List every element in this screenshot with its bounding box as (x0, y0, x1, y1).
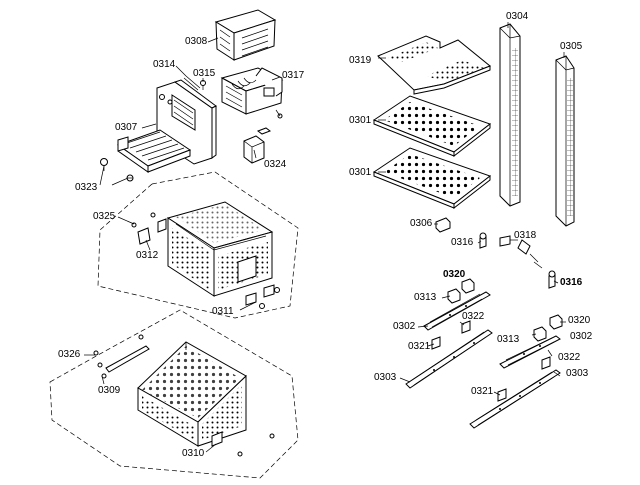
label-0308: 0308 (185, 36, 208, 47)
upper-drawer-outline (97, 171, 299, 319)
label-0301-upper: 0301 (349, 115, 372, 126)
label-0312: 0312 (136, 250, 159, 261)
label-0315: 0315 (193, 68, 216, 79)
part-0310-lower-basket (137, 341, 275, 457)
label-0309: 0309 (98, 385, 121, 396)
part-0319-shelf (377, 35, 491, 95)
part-0325-upper-drawer (166, 201, 274, 297)
part-0306-block (435, 217, 451, 233)
label-0302-right: 0302 (570, 331, 593, 342)
label-0319: 0319 (349, 55, 372, 66)
part-0314-rod (183, 75, 201, 91)
part-0302-slide-right (499, 335, 561, 369)
part-0324-clip (243, 127, 272, 164)
part-0313-bracket-right (533, 326, 547, 342)
label-0305: 0305 (560, 41, 583, 52)
label-0301-lower: 0301 (349, 167, 372, 178)
label-0314: 0314 (153, 59, 176, 70)
part-0311-screws (245, 284, 280, 309)
part-0301-shelf-upper (372, 95, 492, 158)
label-0323: 0323 (75, 182, 98, 193)
part-0308-box (214, 9, 277, 61)
part-0305-rail (555, 55, 575, 227)
label-0310: 0310 (182, 448, 205, 459)
part-0303-rail-left (405, 329, 493, 389)
label-0311: 0311 (212, 306, 234, 317)
label-0322-right: 0322 (558, 352, 581, 363)
label-0321-right: 0321 (471, 386, 494, 397)
part-0316-pin-upper (479, 232, 487, 249)
label-0316-upper: 0316 (451, 237, 474, 248)
label-0325: 0325 (93, 211, 116, 222)
part-0313-bracket-left (447, 288, 461, 304)
label-0303-right: 0303 (566, 368, 589, 379)
label-0317: 0317 (282, 70, 305, 81)
part-0309-rod (93, 334, 150, 379)
label-0322-left: 0322 (462, 311, 485, 322)
part-0304-rail (499, 23, 521, 207)
label-0303-left: 0303 (374, 372, 397, 383)
part-0320-stop-right (549, 314, 563, 330)
part-0322-clip-left (461, 320, 471, 334)
part-0312-clips (131, 212, 167, 245)
part-0307-bracket (116, 79, 217, 173)
part-0318-clip (499, 235, 543, 269)
label-0318: 0318 (514, 230, 537, 241)
label-0320-right: 0320 (568, 315, 591, 326)
label-0313-left: 0313 (414, 292, 437, 303)
part-0303-rail-right (469, 369, 561, 429)
label-0316-lower: 0316 (560, 277, 583, 288)
part-0321-clip-right (497, 388, 507, 402)
part-0322-clip-right (541, 356, 551, 370)
label-0306: 0306 (410, 218, 433, 229)
label-0302-left: 0302 (393, 321, 416, 332)
label-0307: 0307 (115, 122, 138, 133)
part-0302-slide-left (423, 291, 491, 331)
label-0313-right: 0313 (497, 334, 520, 345)
part-0320-stop-left (461, 278, 475, 294)
label-0304: 0304 (506, 11, 529, 22)
part-0323-screws (100, 158, 134, 182)
part-0301-shelf-lower (372, 147, 492, 210)
part-0321-clip-left (431, 336, 441, 350)
part-0316-pin-lower (548, 270, 556, 289)
label-0324: 0324 (264, 159, 287, 170)
label-0321-left: 0321 (408, 341, 431, 352)
part-0317-ice-maker (220, 67, 284, 119)
label-0326: 0326 (58, 349, 81, 360)
label-0320-left: 0320 (443, 269, 466, 280)
leader-lines (84, 22, 566, 453)
